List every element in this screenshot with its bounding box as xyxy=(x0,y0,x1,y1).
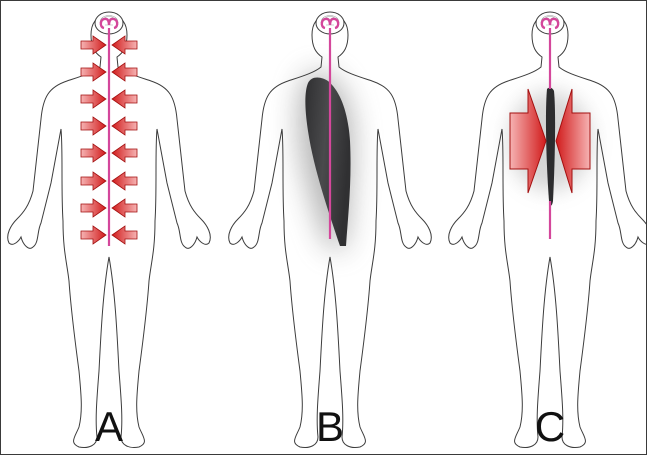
compression-arrow-right xyxy=(112,90,137,108)
compression-arrow-right xyxy=(112,172,137,190)
compression-arrow-right xyxy=(112,36,137,54)
compression-arrow-left xyxy=(81,144,106,162)
panel-a: A xyxy=(8,12,211,450)
compression-arrow-left xyxy=(81,90,106,108)
compression-arrow-left xyxy=(81,172,106,190)
compression-arrow-right xyxy=(112,63,137,81)
compression-arrow-left xyxy=(81,36,106,54)
panel-label: B xyxy=(316,403,344,450)
compression-arrow-left xyxy=(81,199,106,217)
compression-arrow-left xyxy=(81,226,106,244)
compression-arrow-right xyxy=(112,144,137,162)
compression-arrow-left xyxy=(81,117,106,135)
human-body-outline xyxy=(449,15,646,448)
panel-b: B xyxy=(229,12,432,450)
compression-arrow-right xyxy=(112,117,137,135)
compression-arrow-left xyxy=(81,63,106,81)
panel-c: C xyxy=(449,12,646,450)
compression-arrow-right xyxy=(112,226,137,244)
panel-label: C xyxy=(535,403,565,450)
compression-arrow-right xyxy=(112,199,137,217)
panel-label: A xyxy=(95,403,123,450)
